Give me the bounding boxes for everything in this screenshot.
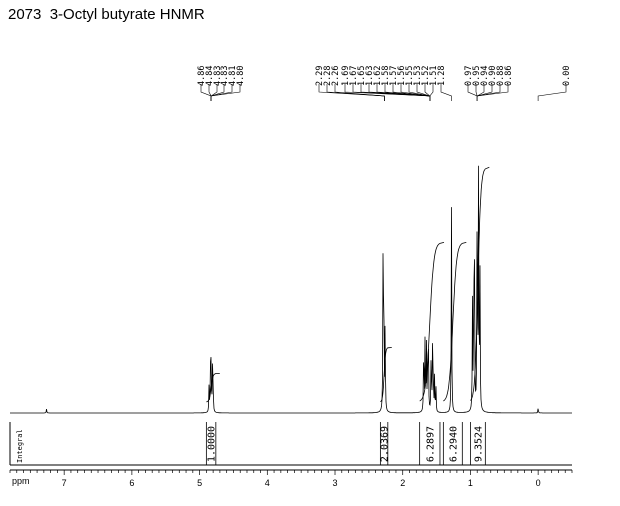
peak-label: 2.26: [331, 66, 341, 86]
ppm-tick-label: 4: [265, 478, 270, 488]
peak-label: 4.84: [205, 66, 215, 86]
peak-label: 0.90: [488, 66, 498, 86]
peak-label: 0.95: [472, 66, 482, 86]
integral-value: 6.2940: [448, 426, 459, 462]
ppm-tick-label: 6: [129, 478, 134, 488]
ppm-axis-label: ppm: [12, 476, 30, 486]
peak-label-connector: [210, 84, 241, 101]
peak-label: 0.94: [480, 66, 490, 86]
peak-label: 1.53: [413, 66, 423, 86]
ppm-tick-label: 5: [197, 478, 202, 488]
ppm-tick-label: 1: [468, 478, 473, 488]
peak-label: 1.56: [397, 66, 407, 86]
integral-axis-label: Integral: [16, 429, 24, 463]
integral-value: 9.3524: [473, 426, 484, 462]
peak-label: 4.83: [213, 66, 223, 86]
peak-label-connector: [334, 84, 385, 101]
integral-curves: [206, 166, 490, 403]
integral-curve: [206, 373, 220, 403]
peak-label: 2.28: [323, 66, 333, 86]
peak-label: 1.58: [381, 66, 391, 86]
peak-label: 1.69: [341, 66, 351, 86]
peak-label-connectors: [200, 84, 567, 101]
peak-label-connector: [429, 84, 434, 101]
ppm-tick-label: 2: [400, 478, 405, 488]
peak-label: 1.65: [357, 66, 367, 86]
spectrum-trace: [10, 165, 572, 414]
peak-label: 1.28: [437, 66, 447, 86]
peak-label: 1.55: [405, 66, 415, 86]
ppm-tick-label: 3: [333, 478, 338, 488]
ppm-axis: 7 6 5 4 3 2 1 0 ppm: [9, 469, 573, 488]
peak-label: 1.57: [389, 66, 399, 86]
peak-label: 1.67: [349, 66, 359, 86]
peak-label: 1.63: [365, 66, 375, 86]
peak-label: 2.29: [315, 66, 325, 86]
peak-label: 1.52: [421, 66, 431, 86]
chart-title: 2073 3-Octyl butyrate HNMR: [8, 6, 205, 23]
integral-curve: [443, 242, 467, 402]
integral-axis: Integral 1.0000 2.0369 6.2897 6.2940 9.3524: [9, 422, 572, 466]
peak-label: 1.51: [429, 66, 439, 86]
peak-label: 4.86: [197, 66, 207, 86]
integral-value: 6.2897: [425, 426, 436, 462]
peak-label: 1.62: [373, 66, 383, 86]
integral-curve: [419, 242, 445, 402]
peak-label-connector: [537, 84, 567, 101]
integral-curve: [470, 166, 490, 401]
peak-label: 0.88: [496, 66, 506, 86]
peak-label: 4.81: [228, 66, 238, 86]
peak-label: 0.00: [562, 66, 572, 86]
peak-label: 0.97: [464, 66, 474, 86]
peak-label: 4.80: [236, 66, 246, 86]
peak-label: 0.86: [504, 66, 514, 86]
ppm-tick-label: 7: [62, 478, 67, 488]
peak-label-connector: [440, 84, 452, 101]
integral-curve: [380, 347, 392, 403]
integral-value: 2.0369: [380, 426, 391, 462]
integral-value: 1.0000: [207, 426, 218, 462]
ppm-tick-label: 0: [536, 478, 541, 488]
peak-label-connector: [476, 84, 509, 101]
peak-label: 4.83: [220, 66, 230, 86]
